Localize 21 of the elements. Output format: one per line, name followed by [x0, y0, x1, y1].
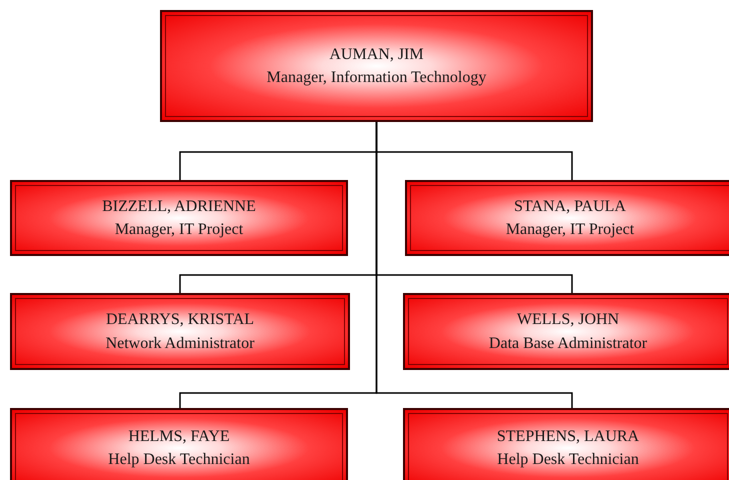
job-title: Help Desk Technician — [108, 450, 250, 470]
job-title: Manager, IT Project — [506, 220, 634, 240]
job-title: Help Desk Technician — [497, 450, 639, 470]
org-chart-box — [10, 408, 348, 480]
person-name: WELLS, JOHN — [516, 310, 620, 330]
org-chart-box — [10, 293, 350, 370]
person-name: STEPHENS, LAURA — [496, 426, 640, 447]
job-title: Data Base Administrator — [488, 334, 648, 354]
job-title: Manager, IT Project — [114, 220, 244, 240]
org-chart-box — [403, 408, 729, 480]
job-title: Manager, Information Technology — [266, 68, 486, 88]
org-chart-box — [160, 10, 593, 122]
org-chart-box — [403, 293, 729, 370]
person-name: HELMS, FAYE — [128, 426, 230, 447]
person-name: DEARRYS, KRISTAL — [106, 310, 254, 330]
org-chart-box — [405, 180, 729, 256]
person-name: BIZZELL, ADRIENNE — [102, 196, 256, 217]
person-name: AUMAN, JIM — [329, 44, 424, 65]
job-title: Network Administrator — [106, 334, 254, 354]
person-name: STANA, PAULA — [514, 196, 626, 217]
org-chart-box — [10, 180, 348, 256]
